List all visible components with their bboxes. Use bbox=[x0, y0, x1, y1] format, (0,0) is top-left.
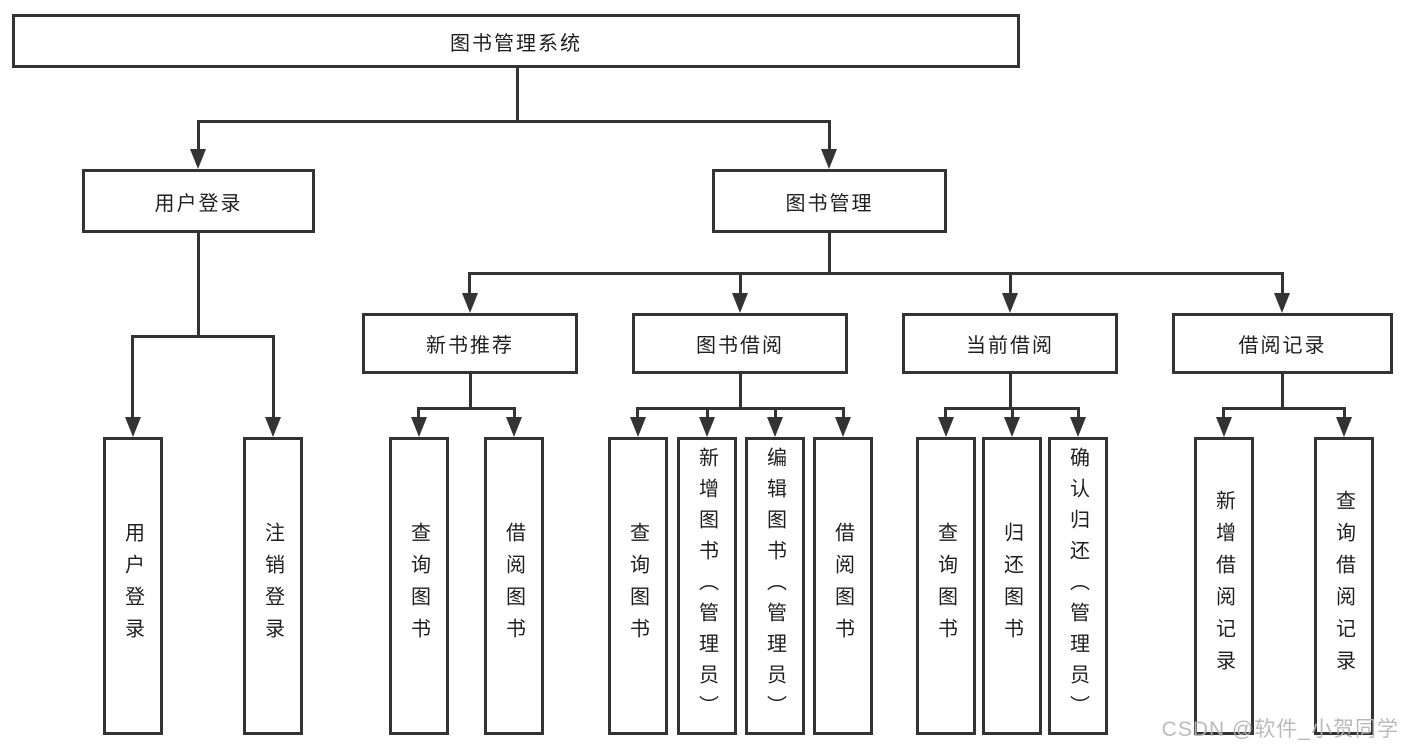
arrow-down-icon bbox=[630, 417, 646, 437]
leaf-label: 新增图书（管理员） bbox=[695, 446, 718, 726]
connector-line bbox=[706, 407, 709, 421]
connector-line bbox=[1343, 407, 1346, 421]
leaf-return-book: 归还图书 bbox=[982, 437, 1042, 735]
leaf-borrow-book: 借阅图书 bbox=[484, 437, 544, 735]
leaf-label: 查询借阅记录 bbox=[1332, 490, 1355, 682]
leaf-label: 用户登录 bbox=[121, 522, 144, 650]
arrow-down-icon bbox=[1004, 417, 1020, 437]
connector-line bbox=[774, 407, 777, 421]
leaf-confirm-return-admin: 确认归还（管理员） bbox=[1048, 437, 1108, 735]
connector-line bbox=[636, 407, 639, 421]
connector-line bbox=[739, 272, 742, 297]
leaf-edit-book-admin: 编辑图书（管理员） bbox=[745, 437, 805, 735]
node-borrow-record: 借阅记录 bbox=[1172, 313, 1393, 374]
connector-line bbox=[469, 374, 472, 407]
connector-line bbox=[1011, 407, 1014, 421]
arrow-down-icon bbox=[732, 293, 748, 313]
leaf-add-book-admin: 新增图书（管理员） bbox=[677, 437, 737, 735]
arrow-down-icon bbox=[1336, 417, 1352, 437]
node-root: 图书管理系统 bbox=[12, 14, 1020, 68]
connector-line bbox=[468, 272, 1283, 275]
arrow-down-icon bbox=[1002, 293, 1018, 313]
connector-line bbox=[131, 335, 134, 421]
connector-line bbox=[417, 407, 420, 421]
arrow-down-icon bbox=[767, 417, 783, 437]
connector-line bbox=[1077, 407, 1080, 421]
connector-line bbox=[468, 272, 471, 297]
connector-line bbox=[1281, 272, 1284, 297]
arrow-down-icon bbox=[265, 417, 281, 437]
connector-line bbox=[1222, 407, 1346, 410]
arrow-down-icon bbox=[938, 417, 954, 437]
connector-line bbox=[1222, 407, 1225, 421]
leaf-label: 确认归还（管理员） bbox=[1066, 446, 1089, 726]
node-root-label: 图书管理系统 bbox=[450, 32, 582, 55]
arrow-down-icon bbox=[821, 149, 837, 169]
arrow-down-icon bbox=[462, 293, 478, 313]
node-user-login: 用户登录 bbox=[82, 169, 315, 233]
arrow-down-icon bbox=[1216, 417, 1232, 437]
leaf-user-login: 用户登录 bbox=[103, 437, 163, 735]
node-book-borrow: 图书借阅 bbox=[632, 313, 848, 374]
connector-line bbox=[828, 233, 831, 272]
leaf-label: 归还图书 bbox=[1000, 522, 1023, 650]
leaf-label: 借阅图书 bbox=[502, 522, 525, 650]
leaf-query-book: 查询图书 bbox=[916, 437, 976, 735]
node-current-borrow: 当前借阅 bbox=[902, 313, 1118, 374]
leaf-label: 查询图书 bbox=[407, 522, 430, 650]
arrow-down-icon bbox=[506, 417, 522, 437]
connector-line bbox=[739, 374, 742, 407]
connector-line bbox=[272, 335, 275, 421]
connector-line bbox=[197, 233, 200, 335]
connector-line bbox=[944, 407, 947, 421]
node-label: 借阅记录 bbox=[1238, 335, 1327, 357]
leaf-label: 查询图书 bbox=[626, 522, 649, 650]
leaf-query-book: 查询图书 bbox=[608, 437, 668, 735]
node-user-login-label: 用户登录 bbox=[154, 192, 243, 215]
watermark: CSDN @软件_小贺同学 bbox=[1161, 718, 1399, 741]
leaf-label: 查询图书 bbox=[934, 522, 957, 650]
node-book-management-label: 图书管理 bbox=[785, 192, 874, 215]
connector-line bbox=[516, 68, 519, 120]
leaf-label: 编辑图书（管理员） bbox=[763, 446, 786, 726]
leaf-logout: 注销登录 bbox=[243, 437, 303, 735]
connector-line bbox=[828, 120, 831, 154]
connector-line bbox=[1281, 374, 1284, 407]
node-label: 新书推荐 bbox=[426, 335, 514, 357]
connector-line bbox=[417, 407, 516, 410]
leaf-query-borrow-record: 查询借阅记录 bbox=[1314, 437, 1374, 735]
connector-line bbox=[513, 407, 516, 421]
connector-line bbox=[197, 120, 831, 123]
leaf-query-book: 查询图书 bbox=[389, 437, 449, 735]
connector-line bbox=[197, 120, 200, 154]
arrow-down-icon bbox=[835, 417, 851, 437]
connector-line bbox=[1009, 374, 1012, 407]
node-book-management: 图书管理 bbox=[712, 169, 947, 233]
node-label: 图书借阅 bbox=[696, 335, 784, 357]
connector-line bbox=[1009, 272, 1012, 297]
arrow-down-icon bbox=[699, 417, 715, 437]
arrow-down-icon bbox=[1274, 293, 1290, 313]
connector-line bbox=[131, 335, 275, 338]
arrow-down-icon bbox=[125, 417, 141, 437]
leaf-borrow-book: 借阅图书 bbox=[813, 437, 873, 735]
connector-line bbox=[636, 407, 845, 410]
node-new-book-recommend: 新书推荐 bbox=[362, 313, 578, 374]
connector-line bbox=[842, 407, 845, 421]
arrow-down-icon bbox=[411, 417, 427, 437]
leaf-label: 借阅图书 bbox=[831, 522, 854, 650]
leaf-label: 注销登录 bbox=[261, 522, 284, 650]
arrow-down-icon bbox=[1070, 417, 1086, 437]
arrow-down-icon bbox=[190, 149, 206, 169]
node-label: 当前借阅 bbox=[966, 335, 1054, 357]
leaf-add-borrow-record: 新增借阅记录 bbox=[1194, 437, 1254, 735]
leaf-label: 新增借阅记录 bbox=[1212, 490, 1235, 682]
